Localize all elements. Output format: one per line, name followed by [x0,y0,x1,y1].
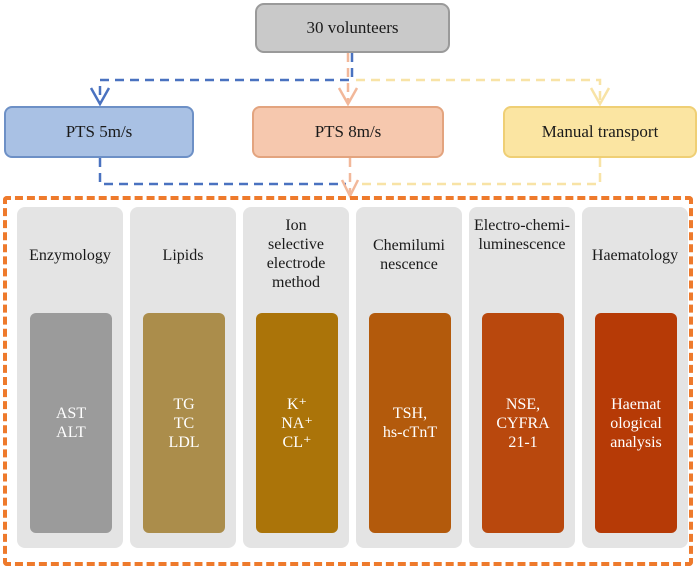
arrowhead-pts5 [89,87,111,107]
column-content: TG TC LDL [168,395,200,451]
column-chemiluminescence: Chemilumi nescence TSH, hs-cTnT [356,207,462,548]
arrow-to-pts5 [98,53,354,104]
column-content: NSE, CYFRA 21-1 [496,395,550,451]
volunteers-label: 30 volunteers [306,18,399,37]
column-content-box: TG TC LDL [143,313,225,533]
volunteers-box: 30 volunteers [255,3,450,53]
group-pts-8ms: PTS 8m/s [252,106,444,158]
column-title: Haematology [591,246,679,264]
column-content: TSH, hs-cTnT [382,405,438,441]
column-lipids: Lipids TG TC LDL [130,207,236,548]
column-content: K⁺ NA⁺ CL⁺ [281,395,313,451]
column-haematology: Haematology Haemat ological analysis [582,207,688,548]
analysis-frame [3,196,693,566]
column-electro-chemiluminescence: Electro-chemi- luminescence NSE, CYFRA 2… [469,207,575,548]
column-ion-selective: Ion selective electrode method K⁺ NA⁺ CL… [243,207,349,548]
column-content: Haemat ological analysis [610,395,662,451]
column-content: AST ALT [55,405,87,441]
column-content-box: AST ALT [30,313,112,533]
merge-from-manual [358,158,602,186]
column-title: Ion selective electrode method [266,217,326,291]
column-title: Lipids [162,246,204,264]
column-content-box: K⁺ NA⁺ CL⁺ [256,313,338,533]
group-pts-5ms: PTS 5m/s [4,106,194,158]
column-content-box: NSE, CYFRA 21-1 [482,313,564,533]
column-content-box: TSH, hs-cTnT [369,313,451,533]
group-manual-transport: Manual transport [503,106,697,158]
arrowhead-manual [589,87,611,107]
column-enzymology: Enzymology AST ALT [17,207,123,548]
arrow-to-manual [356,78,602,104]
column-content-box: Haemat ological analysis [595,313,677,533]
group-label: PTS 5m/s [65,122,133,141]
column-title: Enzymology [29,246,111,264]
column-title: Electro-chemi- luminescence [474,217,570,253]
column-title: Chemilumi nescence [373,237,445,273]
group-label: PTS 8m/s [314,122,382,141]
merge-from-pts5 [98,158,346,186]
arrowhead-pts8 [337,87,359,107]
group-label: Manual transport [541,122,659,141]
